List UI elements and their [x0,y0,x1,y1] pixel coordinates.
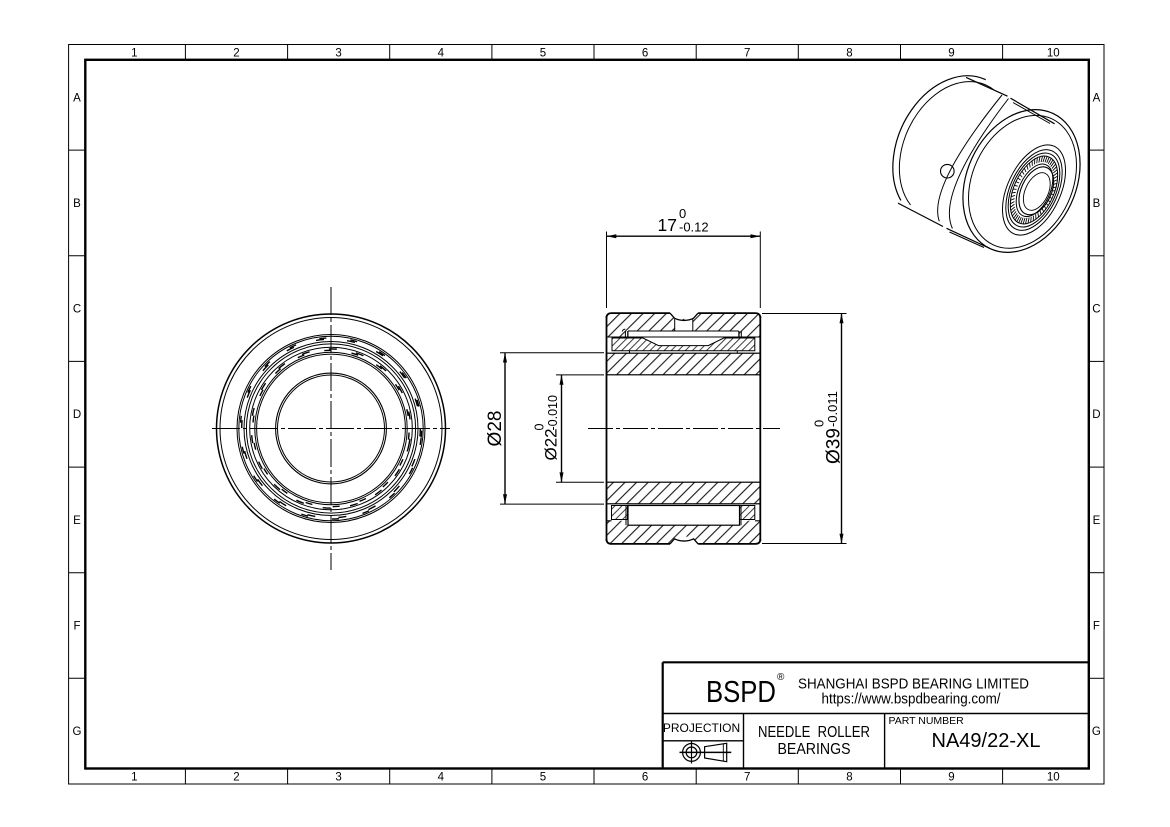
svg-text:5: 5 [540,772,546,784]
svg-text:7: 7 [744,772,750,784]
svg-text:1: 1 [131,48,137,60]
svg-text:8: 8 [846,48,852,60]
svg-text:Ø39: Ø39 [824,428,845,464]
svg-text:0: 0 [533,424,547,431]
svg-text:B: B [1093,198,1101,210]
svg-text:Ø22: Ø22 [542,428,561,460]
svg-text:G: G [1092,726,1101,738]
svg-text:0: 0 [679,206,686,221]
svg-text:9: 9 [948,48,954,60]
svg-text:10: 10 [1047,48,1060,60]
svg-text:9: 9 [948,772,954,784]
svg-text:https://www.bspdbearing.com/: https://www.bspdbearing.com/ [822,691,1002,708]
svg-text:B: B [73,198,81,210]
svg-text:17: 17 [658,215,677,235]
svg-text:8: 8 [846,772,852,784]
svg-text:SHANGHAI BSPD BEARING LIMITED: SHANGHAI BSPD BEARING LIMITED [798,676,1029,693]
svg-text:2: 2 [233,772,239,784]
svg-text:6: 6 [642,48,648,60]
svg-text:-0.010: -0.010 [546,395,560,430]
svg-text:10: 10 [1047,772,1060,784]
svg-text:Ø28: Ø28 [485,411,506,447]
svg-text:4: 4 [438,772,445,784]
svg-text:E: E [1093,515,1101,527]
svg-text:BEARINGS: BEARINGS [778,741,851,758]
svg-text:4: 4 [438,48,445,60]
svg-text:NA49/22-XL: NA49/22-XL [932,730,1041,752]
svg-text:6: 6 [642,772,648,784]
svg-text:PROJECTION: PROJECTION [663,721,740,735]
svg-text:E: E [73,515,81,527]
svg-text:2: 2 [233,48,239,60]
svg-text:G: G [73,726,82,738]
svg-text:NEEDLE ROLLER: NEEDLE ROLLER [758,724,870,741]
svg-text:BSPD: BSPD [706,674,776,709]
svg-text:3: 3 [335,48,341,60]
svg-text:D: D [73,409,81,421]
svg-text:F: F [1093,621,1100,633]
svg-text:D: D [1092,409,1100,421]
svg-text:0: 0 [812,420,827,427]
svg-text:3: 3 [335,772,341,784]
svg-text:A: A [1093,92,1101,104]
svg-text:1: 1 [131,772,137,784]
svg-text:7: 7 [744,48,750,60]
svg-text:A: A [73,92,81,104]
svg-text:-0.011: -0.011 [825,391,840,427]
svg-text:®: ® [777,672,785,683]
svg-text:F: F [73,621,80,633]
svg-text:C: C [1092,304,1100,316]
svg-text:-0.12: -0.12 [679,220,709,235]
svg-text:5: 5 [540,48,546,60]
svg-text:PART NUMBER: PART NUMBER [889,715,965,727]
svg-text:C: C [73,304,81,316]
